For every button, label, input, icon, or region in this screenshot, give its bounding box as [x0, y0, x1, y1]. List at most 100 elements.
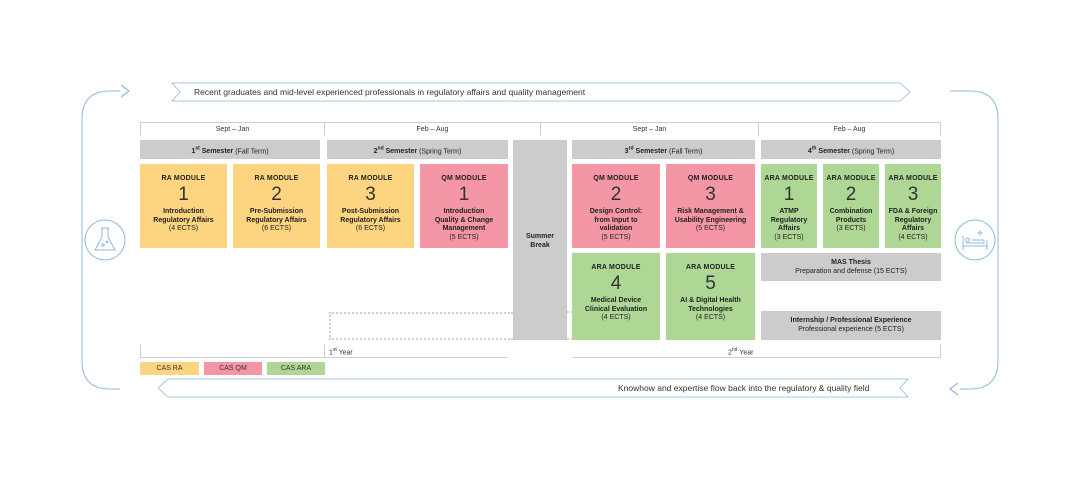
semester-label: Semester — [816, 148, 850, 156]
year-1-label: 1st Year — [329, 347, 353, 356]
year-label: Year — [737, 349, 754, 357]
legend-cas-ara: CAS ARA — [267, 362, 325, 375]
module-type: QM MODULE — [593, 175, 639, 182]
ra-module-2: RA MODULE 2 Pre-Submission Regulatory Af… — [233, 164, 320, 248]
internship-desc: Professional experience (5 ECTS) — [798, 326, 904, 333]
module-number: 1 — [458, 184, 470, 205]
semester-suffix: rd — [628, 146, 634, 152]
bottom-banner-shape — [157, 378, 909, 398]
module-type: RA MODULE — [254, 175, 299, 182]
ara-module-1: ARA MODULE 1 ATMP Regulatory Affairs (3 … — [761, 164, 817, 248]
semester-term: (Fall Term) — [233, 148, 269, 156]
semester-suffix: th — [811, 146, 817, 152]
year-suffix: st — [332, 347, 337, 353]
semester-ordinal: 1 — [191, 148, 196, 156]
bottom-banner-text: Knowhow and expertise flow back into the… — [618, 383, 870, 393]
semester-label: Semester — [199, 148, 234, 156]
semester-ordinal: 3 — [624, 148, 629, 156]
period-header-2: Feb – Aug — [324, 122, 540, 136]
semester-4: 4th Semester (Spring Term) — [761, 140, 941, 159]
year-2-label: 2nd Year — [728, 347, 753, 356]
module-type: ARA MODULE — [685, 264, 736, 271]
module-number: 3 — [907, 184, 919, 205]
qm-module-1: QM MODULE 1 Introduction Quality & Chang… — [420, 164, 508, 248]
module-title-line: Pre-Submission — [249, 208, 304, 215]
internship-title: Internship / Professional Experience — [790, 317, 912, 324]
module-title-line: Regulatory — [770, 216, 808, 224]
right-loop-line — [950, 90, 999, 390]
arrowhead-icon — [949, 382, 959, 396]
module-title-line: Introduction — [163, 208, 204, 215]
ara-module-2: ARA MODULE 2 Combination Products (3 ECT… — [823, 164, 879, 248]
ara-module-5: ARA MODULE 5 AI & Digital Health Technol… — [666, 253, 755, 340]
semester-term: (Spring Term) — [849, 148, 895, 156]
year-number: 2 — [728, 349, 732, 357]
module-title-line: Management — [442, 225, 486, 232]
module-number: 1 — [178, 184, 189, 205]
internship-connector — [567, 311, 573, 340]
module-title-line: Regulatory Affairs — [153, 216, 214, 224]
module-ects: (6 ECTS) — [355, 225, 386, 232]
summer-break: Summer Break — [513, 140, 567, 340]
legend-cas-ra: CAS RA — [140, 362, 199, 375]
module-type: ARA MODULE — [764, 175, 814, 182]
qm-module-3: QM MODULE 3 Risk Management & Usability … — [666, 164, 755, 248]
module-number: 2 — [610, 184, 622, 205]
ra-module-1: RA MODULE 1 Introduction Regulatory Affa… — [140, 164, 227, 248]
year-number: 1 — [329, 349, 333, 357]
module-title-line: ATMP — [779, 208, 799, 215]
module-title-line: AI & Digital Health — [680, 297, 741, 304]
module-ects: (5 ECTS) — [695, 225, 726, 232]
flask-icon — [94, 227, 116, 251]
semester-suffix: st — [195, 146, 200, 152]
semester-label: Semester — [633, 148, 668, 156]
top-banner-shape — [171, 82, 911, 102]
module-type: QM MODULE — [441, 175, 487, 182]
module-number: 3 — [365, 184, 376, 205]
mas-thesis: MAS Thesis Preparation and defense (15 E… — [761, 253, 941, 281]
semester-ordinal: 4 — [807, 148, 812, 156]
module-title-line: Affairs — [777, 225, 801, 232]
module-type: QM MODULE — [687, 175, 734, 182]
ra-module-3: RA MODULE 3 Post-Submission Regulatory A… — [327, 164, 414, 248]
module-number: 5 — [705, 273, 716, 294]
period-header-3: Sept – Jan — [540, 122, 758, 136]
module-ects: (5 ECTS) — [449, 233, 479, 241]
legend-cas-qm: CAS QM — [204, 362, 262, 375]
module-title-line: FDA & Foreign — [888, 208, 938, 215]
semester-label: Semester — [383, 148, 418, 156]
module-title-line: Combination — [829, 208, 873, 215]
semester-suffix: nd — [377, 146, 384, 152]
period-header-1: Sept – Jan — [140, 122, 324, 136]
module-number: 1 — [783, 184, 795, 205]
top-banner-text: Recent graduates and mid-level experienc… — [194, 87, 586, 97]
module-title-line: Clinical Evaluation — [584, 305, 648, 313]
module-number: 2 — [845, 184, 857, 205]
module-title-line: from Input to — [594, 216, 638, 224]
semester-1: 1st Semester (Fall Term) — [140, 140, 320, 159]
mas-thesis-title: MAS Thesis — [831, 259, 871, 266]
period-header-4: Feb – Aug — [758, 122, 941, 136]
ara-module-3: ARA MODULE 3 FDA & Foreign Regulatory Af… — [885, 164, 941, 248]
module-title-line: Introduction — [443, 208, 485, 215]
module-type: ARA MODULE — [591, 264, 641, 271]
left-loop-line — [81, 90, 120, 390]
flask-icon-circle — [84, 219, 126, 261]
mas-thesis-desc: Preparation and defense (15 ECTS) — [795, 268, 907, 275]
module-ects: (4 ECTS) — [601, 314, 631, 321]
semester-term: (Spring Term) — [417, 148, 462, 156]
module-ects: (5 ECTS) — [601, 233, 631, 241]
module-number: 4 — [610, 273, 622, 294]
semester-term: (Fall Term) — [667, 148, 703, 156]
module-ects: (4 ECTS) — [695, 314, 726, 321]
module-title-line: validation — [599, 225, 633, 232]
module-number: 3 — [705, 184, 716, 205]
qm-module-2: QM MODULE 2 Design Control: from Input t… — [572, 164, 660, 248]
year-divider-right — [572, 344, 941, 358]
year-suffix: nd — [731, 347, 738, 353]
summer-break-line-2: Break — [530, 242, 550, 249]
internship-placeholder — [329, 312, 513, 340]
module-title-line: Usability Engineering — [674, 216, 747, 224]
semester-ordinal: 2 — [373, 148, 378, 156]
module-title-line: Regulatory Affairs — [246, 216, 307, 224]
